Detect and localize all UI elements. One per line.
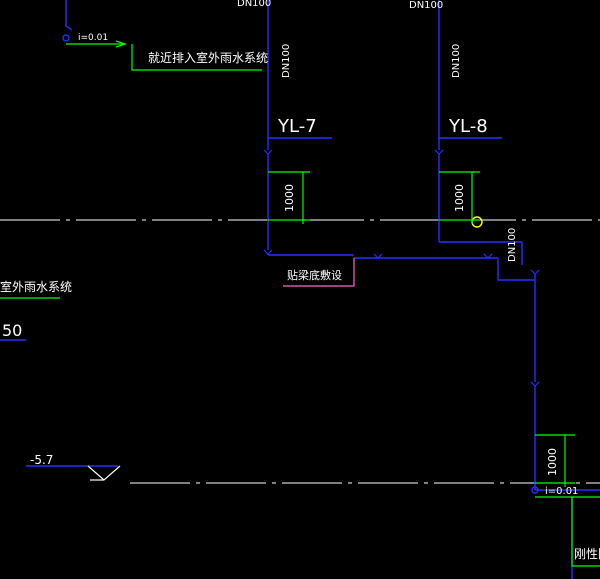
note-rigid-leader bbox=[571, 497, 600, 567]
elevation-value: -5.7 bbox=[30, 453, 53, 467]
dim-left-value: 1000 bbox=[283, 184, 296, 212]
pipe-size-lower: DN100 bbox=[507, 228, 518, 262]
riser-yl8-label: YL-8 bbox=[448, 116, 488, 137]
slope-marker-bottom bbox=[531, 486, 539, 494]
note-top: 就近排入室外雨水系统 bbox=[148, 50, 268, 65]
note-beam: 贴梁底敷设 bbox=[287, 268, 342, 282]
pipe-top-left bbox=[65, 0, 73, 31]
pipe-tick-3 bbox=[373, 253, 383, 259]
pipe-tick-4 bbox=[483, 253, 493, 259]
slope-top-label: i=0.01 bbox=[78, 33, 108, 43]
note-beam-leader bbox=[283, 258, 355, 287]
pipe-tick-5 bbox=[530, 269, 540, 275]
riser-yl7-label: YL-7 bbox=[277, 116, 317, 137]
dim-lower-value: 1000 bbox=[546, 448, 559, 476]
slope-marker-top bbox=[62, 34, 70, 42]
note-top-leader bbox=[131, 44, 262, 71]
pipe-size-mid-left: DN100 bbox=[281, 44, 292, 78]
pipe-tick-1 bbox=[263, 149, 273, 155]
pipe-tick-7 bbox=[263, 249, 273, 255]
dim-right-value: 1000 bbox=[453, 184, 466, 212]
pipe-jog bbox=[497, 258, 535, 281]
pipe-size-top-left: DN100 bbox=[237, 0, 271, 9]
pipe-size-top-right: DN100 bbox=[409, 0, 443, 11]
note-left: 室外雨水系统 bbox=[0, 279, 72, 294]
pipe-tick-6 bbox=[530, 381, 540, 387]
pipe-size-mid-right: DN100 bbox=[451, 44, 462, 78]
note-rigid: 刚性防 bbox=[574, 546, 600, 561]
slope-bottom-label: i=0.01 bbox=[545, 486, 578, 497]
value-50: 50 bbox=[2, 321, 22, 340]
pipe-tick-2 bbox=[434, 149, 444, 155]
slope-arrowhead-top bbox=[115, 40, 127, 48]
elevation-symbol bbox=[87, 465, 121, 481]
fitting-yl8 bbox=[471, 216, 483, 228]
